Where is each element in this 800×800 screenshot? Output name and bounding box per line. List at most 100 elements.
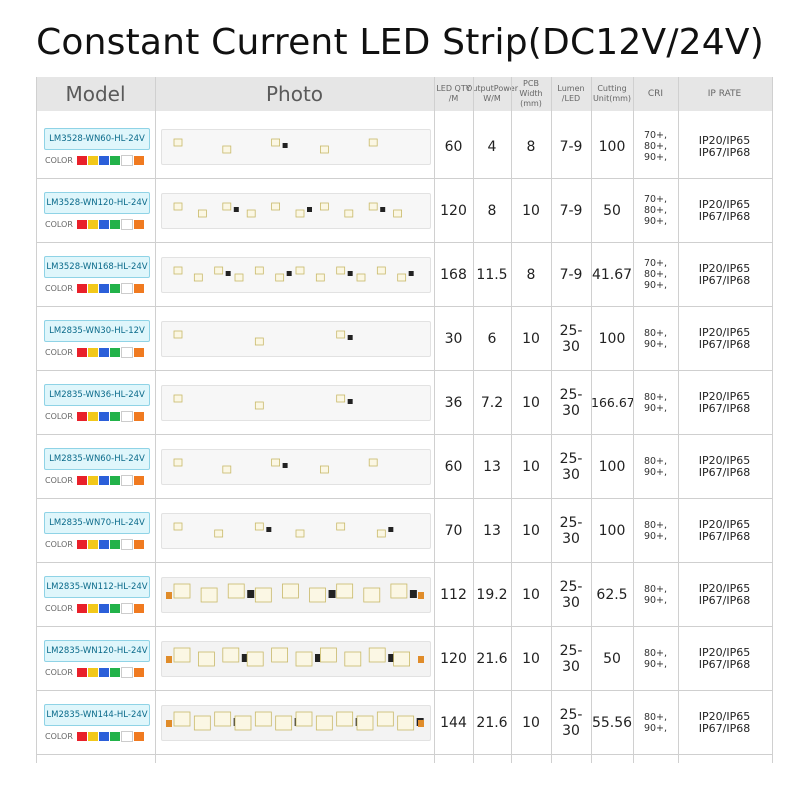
- ip-rate-cell: IP20/IP65 IP67/IP68: [698, 389, 751, 415]
- led-chip: [390, 583, 408, 599]
- color-swatch: [133, 604, 144, 613]
- led-chip: [173, 522, 183, 531]
- ip-rate-cell: IP20/IP65 IP67/IP68: [698, 325, 751, 351]
- color-swatch: [120, 539, 133, 550]
- grid-line: [772, 77, 773, 763]
- row-divider: [36, 178, 772, 179]
- led-chip: [336, 583, 354, 599]
- model-name: LM2835-WN60-HL-24V: [44, 448, 150, 470]
- row-divider: [36, 242, 772, 243]
- led-qty-cell: 168: [440, 266, 467, 283]
- resistor-chip: [282, 143, 288, 148]
- row-divider: [36, 690, 772, 691]
- cutting-unit-cell: 41.67: [591, 266, 633, 283]
- cri-cell: 80+, 90+,: [643, 455, 668, 478]
- color-swatch: [98, 540, 109, 549]
- led-chip: [200, 587, 218, 603]
- led-chip: [254, 266, 264, 275]
- led-chip: [173, 330, 183, 339]
- led-chip: [214, 529, 224, 538]
- led-chip: [376, 529, 386, 538]
- color-swatch: [87, 732, 98, 741]
- led-chip: [319, 647, 337, 663]
- color-swatch: [87, 476, 98, 485]
- ip-rate-cell: IP20/IP65 IP67/IP68: [698, 453, 751, 479]
- led-qty-cell: 70: [444, 522, 463, 539]
- color-swatch: [87, 284, 98, 293]
- color-swatch: [87, 348, 98, 357]
- color-swatch: [98, 604, 109, 613]
- cutting-unit-cell: 100: [598, 458, 626, 475]
- lumen-cell: 25-30: [559, 642, 583, 675]
- led-chip: [227, 583, 245, 599]
- led-chip: [173, 266, 183, 275]
- led-chip: [254, 401, 264, 410]
- led-chip: [336, 330, 346, 339]
- led-strip-image: [161, 385, 431, 421]
- led-chip: [198, 209, 207, 218]
- led-chip: [295, 529, 305, 538]
- output-power-cell: 21.6: [476, 714, 508, 731]
- color-swatch: [76, 604, 87, 613]
- color-swatch: [133, 476, 144, 485]
- color-options: COLOR: [45, 731, 145, 742]
- led-chip: [173, 138, 183, 147]
- header-output-power: OutputPower W/M: [466, 84, 518, 103]
- color-swatch: [120, 219, 133, 230]
- cutting-unit-cell: 100: [598, 138, 626, 155]
- led-chip: [198, 651, 215, 667]
- led-chip: [315, 273, 325, 282]
- color-swatch: [87, 156, 98, 165]
- header-cutting-unit: Cutting Unit(mm): [592, 84, 632, 103]
- led-chip: [376, 266, 386, 275]
- led-strip-drawing: [166, 711, 424, 731]
- led-strip-image: [161, 641, 431, 677]
- resistor-chip: [347, 399, 353, 404]
- led-chip: [309, 587, 326, 603]
- output-power-cell: 11.5: [476, 266, 508, 283]
- resistor-chip: [241, 654, 249, 662]
- pcb-width-cell: 10: [522, 522, 540, 539]
- header-lumen: Lumen /LED: [557, 84, 585, 103]
- grid-line: [434, 77, 435, 763]
- photo-cell: [155, 440, 434, 493]
- model-name: LM2835-WN120-HL-24V: [44, 640, 150, 662]
- color-swatch: [76, 668, 87, 677]
- color-label: COLOR: [45, 412, 73, 421]
- lumen-cell: 25-30: [559, 578, 583, 611]
- cutting-unit-cell: 50: [603, 650, 621, 667]
- color-swatch: [120, 411, 133, 422]
- pcb-width-cell: 10: [522, 202, 540, 219]
- pcb-width-cell: 10: [522, 394, 540, 411]
- led-chip: [246, 651, 264, 667]
- color-swatch: [109, 348, 120, 357]
- color-label: COLOR: [45, 476, 73, 485]
- led-strip-image: [161, 193, 431, 229]
- photo-cell: [155, 248, 434, 301]
- color-swatch: [98, 156, 109, 165]
- led-chip: [271, 458, 280, 467]
- model-name: LM2835-WN36-HL-24V: [44, 384, 150, 406]
- led-strip-image: [161, 321, 431, 357]
- led-chip: [376, 711, 394, 727]
- color-swatch: [133, 156, 144, 165]
- ip-rate-cell: IP20/IP65 IP67/IP68: [698, 133, 751, 159]
- ip-rate-cell: IP20/IP65 IP67/IP68: [698, 261, 751, 287]
- color-swatch: [76, 412, 87, 421]
- led-chip: [193, 273, 203, 282]
- led-chip: [397, 273, 407, 282]
- color-swatch: [98, 412, 109, 421]
- led-chip: [336, 711, 354, 727]
- cri-cell: 80+, 90+,: [643, 391, 668, 414]
- led-chip: [295, 209, 305, 218]
- cutting-unit-cell: 55.56: [591, 714, 633, 731]
- output-power-cell: 13: [483, 522, 501, 539]
- output-power-cell: 8: [487, 202, 497, 219]
- grid-line: [473, 77, 474, 763]
- color-swatch: [76, 540, 87, 549]
- output-power-cell: 6: [487, 330, 497, 347]
